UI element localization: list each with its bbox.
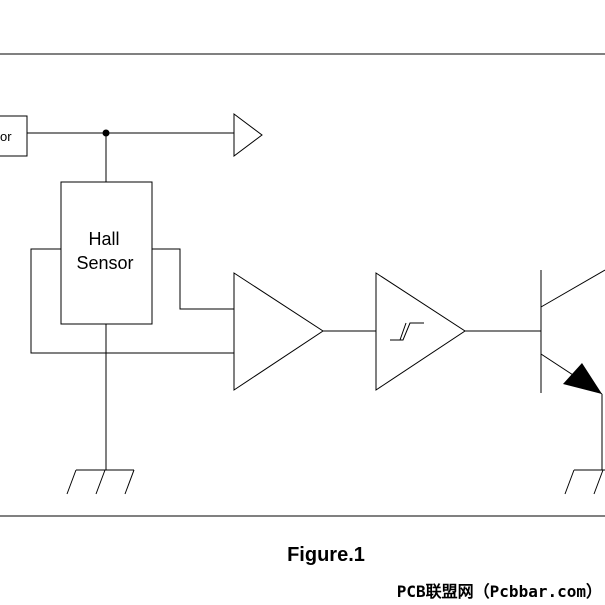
emitter-ground-hatch-2: [593, 469, 604, 495]
ground-hatch-1: [66, 469, 77, 495]
ground-hatch-3: [124, 469, 135, 495]
transistor-collector: [540, 269, 605, 308]
junction-dot: [102, 129, 110, 137]
sensor-left-wire: [30, 248, 234, 354]
output-buffer-triangle: [233, 113, 263, 157]
figure-caption: Figure.1: [287, 544, 365, 566]
regulator-label: or: [0, 129, 12, 144]
amplifier-triangle: [233, 272, 324, 391]
regulator-box: [0, 115, 28, 157]
ground-hatch-2: [95, 469, 106, 495]
hysteresis-symbol: [390, 322, 424, 341]
emitter-arrow: [563, 363, 602, 394]
hall-sensor-label-line2: Sensor: [76, 253, 133, 273]
schmitt-trigger-triangle: [375, 272, 466, 391]
hysteresis-symbol-2: [399, 322, 407, 341]
sensor-right-wire: [152, 248, 234, 310]
hall-sensor-label-line1: Hall: [88, 229, 119, 249]
emitter-ground-hatch-1: [564, 469, 575, 495]
watermark-text: PCB联盟网（Pcbbar.com）: [397, 582, 602, 601]
